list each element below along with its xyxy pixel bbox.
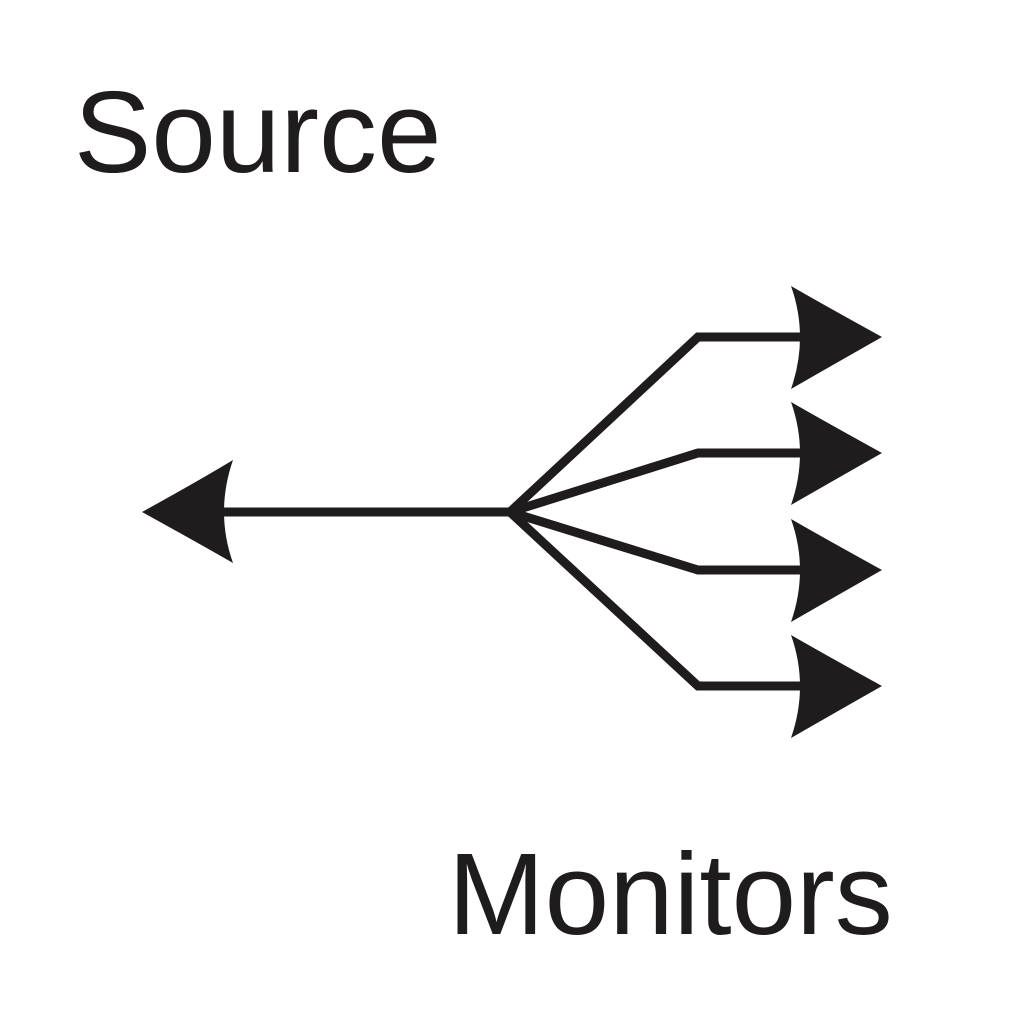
arrow-right-icon — [791, 402, 882, 505]
branch-line — [508, 507, 815, 575]
monitors-label: Monitors — [448, 829, 893, 959]
arrow-left-icon — [142, 460, 233, 563]
branch-line — [506, 332, 815, 516]
branch-line — [508, 448, 815, 517]
monitor-branch-3 — [508, 507, 882, 622]
arrow-right-icon — [791, 635, 882, 738]
source-label: Source — [74, 67, 442, 197]
monitor-branch-1 — [506, 286, 882, 516]
arrow-right-icon — [791, 519, 882, 622]
monitor-branch-4 — [506, 508, 882, 738]
monitor-branch-2 — [508, 402, 882, 517]
arrow-right-icon — [791, 286, 882, 389]
source-arrow — [142, 460, 510, 563]
branch-line — [506, 508, 815, 691]
